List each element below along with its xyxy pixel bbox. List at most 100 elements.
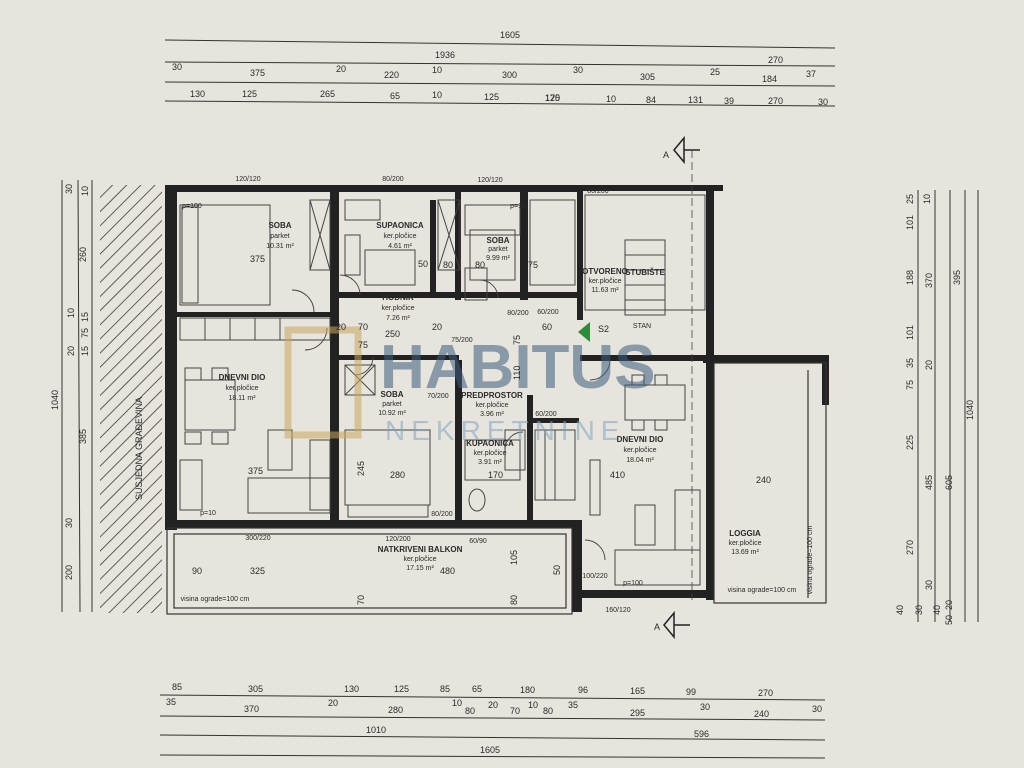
svg-text:10: 10 (452, 698, 462, 708)
svg-text:20: 20 (944, 600, 954, 610)
right-dim-labels: 25 10 101 188 370 101 35 20 75 395 225 4… (895, 194, 975, 625)
svg-text:65: 65 (472, 684, 482, 694)
svg-text:SOBA: SOBA (380, 390, 403, 399)
svg-text:20: 20 (328, 698, 338, 708)
svg-text:131: 131 (688, 95, 703, 105)
top-dimensions (164, 39, 836, 107)
svg-text:1010: 1010 (366, 725, 386, 735)
svg-text:10: 10 (922, 194, 932, 204)
section-marker-bottom: A (654, 610, 690, 640)
right-dimensions (917, 190, 979, 622)
svg-text:60/200: 60/200 (535, 411, 557, 418)
svg-text:370: 370 (244, 704, 259, 714)
svg-text:80/200: 80/200 (587, 188, 609, 195)
svg-text:30: 30 (64, 518, 74, 528)
svg-text:170: 170 (545, 93, 560, 103)
svg-text:84: 84 (646, 95, 656, 105)
section-marker-top: A (663, 135, 700, 600)
svg-text:LOGGIA: LOGGIA (729, 529, 761, 538)
left-dim-labels: 30 10 260 10 15 75 20 15 1040 385 30 200 (50, 184, 90, 580)
svg-text:30: 30 (700, 702, 710, 712)
svg-text:20: 20 (432, 322, 442, 332)
svg-text:101: 101 (905, 325, 915, 340)
svg-text:20: 20 (336, 322, 346, 332)
svg-text:165: 165 (630, 686, 645, 696)
svg-text:75: 75 (80, 328, 90, 338)
room-stubiste: STUBIŠTE (625, 268, 665, 277)
apartment-tag: STAN (633, 323, 651, 330)
svg-text:75: 75 (528, 260, 538, 270)
room-soba-1: SOBA parket 10.31 m² (266, 221, 294, 250)
svg-text:ker.pločice: ker.pločice (473, 450, 506, 457)
svg-text:15: 15 (80, 346, 90, 356)
svg-text:3.91 m²: 3.91 m² (478, 459, 502, 466)
svg-text:60: 60 (542, 322, 552, 332)
svg-text:10: 10 (606, 94, 616, 104)
svg-text:SOBA: SOBA (486, 236, 509, 245)
svg-text:105: 105 (509, 550, 519, 565)
neighbor-label: SUSJEDNA GRAĐEVINA (134, 397, 144, 500)
svg-text:385: 385 (78, 429, 88, 444)
svg-text:245: 245 (356, 461, 366, 476)
svg-text:ker.pločice: ker.pločice (475, 402, 508, 409)
room-soba-3: SOBA parket 10.92 m² (378, 390, 406, 417)
svg-text:80/200: 80/200 (431, 511, 453, 518)
svg-text:170: 170 (488, 470, 503, 480)
svg-text:295: 295 (630, 708, 645, 718)
left-dimensions (61, 179, 93, 613)
svg-text:250: 250 (385, 329, 400, 339)
svg-text:HABITUS: HABITUS (380, 333, 656, 402)
svg-text:NEKRETNINE: NEKRETNINE (385, 415, 625, 446)
svg-text:STUBIŠTE: STUBIŠTE (625, 268, 665, 277)
svg-text:ker.pločice: ker.pločice (381, 305, 414, 312)
svg-text:p=10: p=10 (510, 203, 526, 210)
svg-text:20: 20 (66, 346, 76, 356)
svg-text:101: 101 (905, 215, 915, 230)
svg-text:10: 10 (528, 700, 538, 710)
svg-text:parket: parket (488, 246, 508, 253)
room-loggia: LOGGIA ker.pločice 13.69 m² (728, 529, 761, 556)
svg-text:120/120: 120/120 (235, 176, 260, 183)
svg-text:parket: parket (382, 401, 402, 408)
svg-text:180: 180 (520, 685, 535, 695)
svg-text:1605: 1605 (480, 745, 500, 755)
svg-text:30: 30 (573, 65, 583, 75)
room-predprostor: PREDPROSTOR ker.pločice 3.96 m² (461, 391, 523, 418)
svg-text:1040: 1040 (965, 400, 975, 420)
svg-text:HODNIK: HODNIK (382, 293, 414, 302)
svg-text:75: 75 (358, 340, 368, 350)
svg-text:39: 39 (724, 96, 734, 106)
svg-text:70: 70 (356, 595, 366, 605)
svg-text:130: 130 (190, 89, 205, 99)
svg-text:10: 10 (80, 186, 90, 196)
svg-text:1936: 1936 (435, 50, 455, 60)
svg-text:17.15 m²: 17.15 m² (406, 565, 434, 572)
svg-text:3.96 m²: 3.96 m² (480, 411, 504, 418)
svg-text:70: 70 (510, 706, 520, 716)
svg-text:37: 37 (806, 69, 816, 79)
svg-text:280: 280 (388, 705, 403, 715)
svg-text:188: 188 (905, 270, 915, 285)
svg-text:325: 325 (250, 566, 265, 576)
svg-text:13.69 m²: 13.69 m² (731, 549, 759, 556)
svg-text:visina ograde=100 cm: visina ograde=100 cm (181, 596, 250, 603)
svg-text:25: 25 (710, 67, 720, 77)
svg-text:A: A (663, 150, 669, 160)
room-soba-2: SOBA parket 9.99 m² (486, 236, 510, 262)
room-dnevni-1: DNEVNI DIO ker.pločice 18.11 m² (219, 373, 266, 402)
svg-text:p=10: p=10 (200, 510, 216, 517)
svg-text:35: 35 (568, 700, 578, 710)
svg-text:18.11 m²: 18.11 m² (228, 395, 256, 402)
svg-text:120/120: 120/120 (477, 177, 502, 184)
svg-text:OTVORENO: OTVORENO (582, 267, 628, 276)
svg-text:70: 70 (358, 322, 368, 332)
svg-text:25: 25 (905, 194, 915, 204)
svg-text:305: 305 (248, 684, 263, 694)
svg-text:30: 30 (172, 62, 182, 72)
svg-text:60/90: 60/90 (469, 538, 487, 545)
svg-text:200: 200 (64, 565, 74, 580)
svg-text:280: 280 (390, 470, 405, 480)
svg-text:10.31 m²: 10.31 m² (266, 243, 294, 250)
svg-text:ker.pločice: ker.pločice (225, 385, 258, 392)
